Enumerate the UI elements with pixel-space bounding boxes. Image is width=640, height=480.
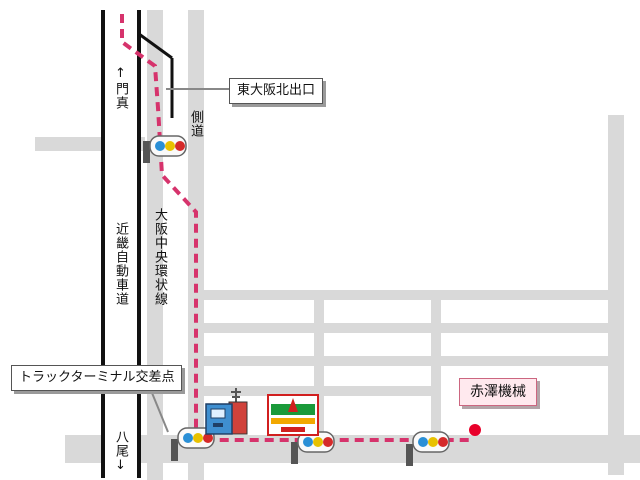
expressway-name-label: 近畿自動車道 [113, 222, 128, 306]
ring-road-label: 大阪中央環状線 [152, 208, 167, 306]
traffic-light-icon [406, 431, 450, 466]
road-local-2 [204, 323, 608, 333]
traffic-light-pole [171, 439, 178, 461]
traffic-light-icon [143, 135, 187, 163]
road-side-road-west [147, 10, 163, 480]
road-local-v1 [314, 290, 324, 435]
expressway-fill [104, 10, 140, 478]
road-local-1 [204, 290, 608, 300]
traffic-light-icon [291, 431, 335, 464]
expressway-edge-west [101, 10, 105, 478]
destination-callout: 赤澤機械 [459, 378, 537, 406]
intersection-leader-line [149, 387, 169, 433]
convenience-store-logo [267, 394, 319, 436]
expressway-south-label: 八尾↓ [113, 430, 128, 474]
traffic-light-icon [171, 427, 215, 461]
road-main-horizontal [65, 435, 640, 463]
callout-leaders [149, 88, 229, 433]
expressway [101, 10, 174, 478]
exit-callout: 東大阪北出口 [229, 78, 324, 104]
road-east-vertical [608, 115, 624, 475]
traffic-light-pole [291, 442, 298, 464]
route-path [120, 14, 470, 442]
traffic-light-pole [143, 141, 150, 163]
intersection-callout: トラックターミナル交差点 [11, 365, 183, 391]
road-network [35, 10, 640, 480]
destination-marker [469, 424, 481, 436]
expressway-exit-ramp-edge [138, 32, 173, 60]
truck-terminal-icon [205, 388, 248, 435]
expressway-north-label: ↑門真 [113, 66, 128, 110]
side-road-label: 側道 [188, 110, 203, 138]
road-local-3 [204, 356, 608, 366]
road-local-v2 [431, 290, 441, 435]
expressway-edge-east [137, 10, 141, 478]
traffic-light-pole [406, 444, 413, 466]
